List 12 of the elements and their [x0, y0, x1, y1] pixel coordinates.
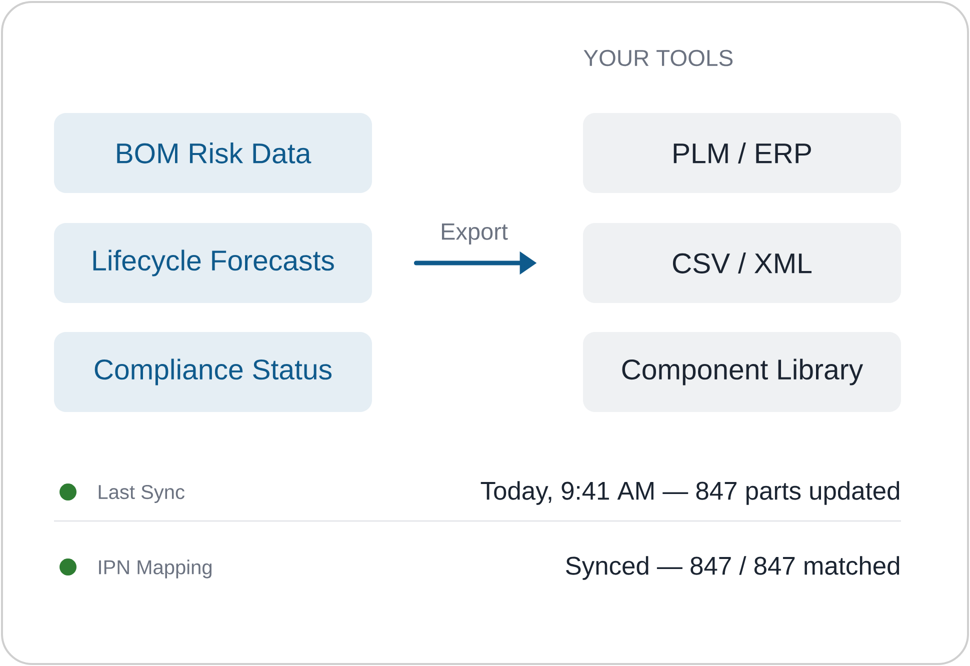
status-value: Synced — 847 / 847 matched [566, 556, 900, 580]
status-label: IPN Mapping [99, 560, 212, 578]
tool-box: PLM / ERP [583, 113, 901, 193]
edge-label: Export [439, 222, 509, 246]
source-box: Compliance Status [54, 332, 372, 412]
source-box: Lifecycle Forecasts [54, 223, 372, 303]
status-label: Last Sync [98, 484, 184, 504]
column-heading: YOUR TOOLS [584, 50, 733, 66]
tool-box: CSV / XML [583, 223, 901, 303]
source-box: BOM Risk Data [54, 113, 372, 193]
status-value: Today, 9:41 AM — 847 parts updated [480, 481, 900, 505]
tool-box: Component Library [583, 332, 901, 412]
